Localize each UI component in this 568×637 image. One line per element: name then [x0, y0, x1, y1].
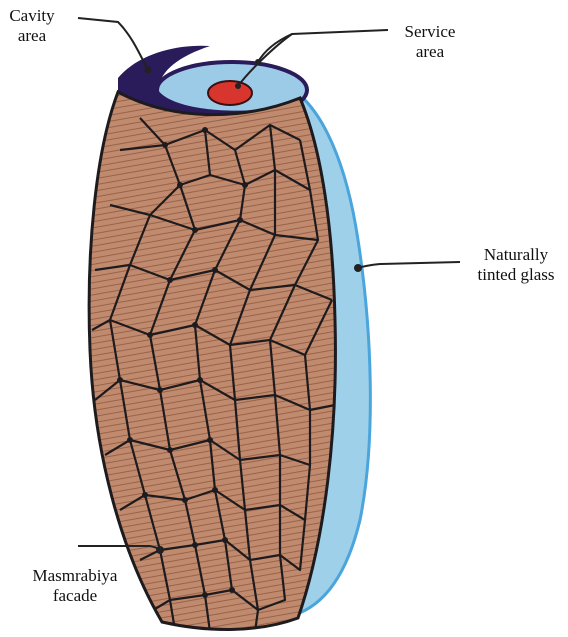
- label-tinted-glass: Naturally tinted glass: [464, 245, 568, 285]
- label-service-line2: area: [390, 42, 470, 62]
- label-glass-line2: tinted glass: [464, 265, 568, 285]
- service-core: [208, 81, 252, 105]
- label-masm-line2: facade: [20, 586, 130, 606]
- label-cavity-area: Cavity area: [2, 6, 62, 46]
- label-service-line1: Service: [390, 22, 470, 42]
- masmrabiya-facade: [89, 92, 335, 629]
- label-masmrabiya-facade: Masmrabiya facade: [20, 566, 130, 606]
- label-service-area: Service area: [390, 22, 470, 62]
- label-glass-line1: Naturally: [464, 245, 568, 265]
- label-cavity-line1: Cavity: [2, 6, 62, 26]
- label-masm-line1: Masmrabiya: [20, 566, 130, 586]
- leader-glass: [358, 262, 460, 268]
- label-cavity-line2: area: [2, 26, 62, 46]
